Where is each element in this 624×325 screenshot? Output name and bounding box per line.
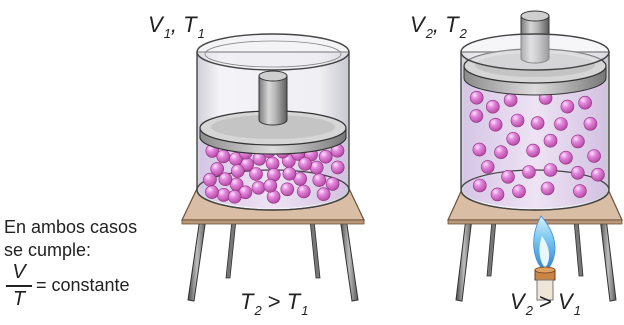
gas-particle <box>559 150 573 165</box>
note-line-1: En ambos casos <box>4 217 138 237</box>
gas-particle <box>265 156 280 171</box>
gas-particle <box>522 165 536 179</box>
left-piston <box>199 70 347 155</box>
right-apparatus <box>447 10 623 302</box>
left-cylinder-rim <box>196 33 350 71</box>
gas-particle <box>543 133 558 148</box>
gas-particle <box>490 187 505 202</box>
gas-particle <box>330 160 345 175</box>
gas-particle <box>249 167 263 181</box>
gas-particle <box>231 164 245 178</box>
gas-particle <box>554 117 568 131</box>
gas-particle <box>205 185 219 199</box>
gas-particle <box>583 117 598 131</box>
gas-particle <box>469 109 484 123</box>
fraction-bar <box>6 285 32 287</box>
temperature-relation: T2 > T1 <box>240 289 309 318</box>
note-line-2: se cumple: <box>4 240 92 260</box>
gas-particle <box>587 149 601 163</box>
gas-particle <box>506 132 521 146</box>
gas-particle <box>571 134 585 149</box>
gas-particle <box>251 181 266 195</box>
gas-particle <box>591 167 605 182</box>
gas-particle <box>494 145 508 159</box>
fraction-denominator: T <box>12 287 26 310</box>
gas-particle <box>512 184 526 199</box>
left-table-legs <box>187 217 359 302</box>
gas-particle <box>210 162 224 176</box>
gas-particle <box>263 178 278 193</box>
gas-particle <box>578 95 592 110</box>
gas-particle <box>218 172 233 186</box>
gas-particle <box>570 166 585 180</box>
volume-relation: V2 > V1 <box>510 289 581 318</box>
gas-particle <box>227 189 242 204</box>
gas-particle <box>560 99 575 114</box>
gas-particle <box>573 184 587 198</box>
gas-particle <box>280 182 295 197</box>
fraction-numerator: V <box>12 261 26 283</box>
gas-particle <box>316 187 331 201</box>
gas-particle <box>216 149 231 164</box>
right-cylinder-rim <box>460 33 610 71</box>
gas-particle <box>298 157 312 171</box>
gas-particle <box>325 177 340 191</box>
gas-particle <box>282 166 297 181</box>
gas-particle <box>318 149 333 164</box>
gas-particle <box>540 181 555 196</box>
gas-particle <box>296 184 311 199</box>
gas-particle <box>526 143 540 158</box>
equals-constant: = constante <box>36 275 130 295</box>
volume-temperature-fraction: V T <box>6 262 32 309</box>
right-gas-particles <box>469 90 605 202</box>
gas-particle <box>510 113 525 128</box>
right-state-label: V2, T2 <box>410 12 467 41</box>
gas-particle <box>472 142 487 157</box>
left-apparatus <box>181 33 365 302</box>
left-state-label: V1, T1 <box>148 12 205 41</box>
gas-particle <box>469 90 484 105</box>
gas-particle <box>480 160 495 174</box>
gas-particle <box>312 173 327 187</box>
bunsen-burner-flame <box>533 215 556 301</box>
right-piston <box>463 10 607 96</box>
gas-particle <box>530 116 545 130</box>
gas-particle <box>309 160 324 175</box>
gas-particle <box>543 163 558 177</box>
gas-particle <box>488 117 503 132</box>
left-gas-particles <box>203 143 345 204</box>
gas-particle <box>203 172 217 187</box>
gas-particle <box>472 178 487 193</box>
gas-particle <box>485 99 500 114</box>
gas-particle <box>503 93 518 107</box>
gas-particle <box>501 170 515 184</box>
right-table-legs <box>455 217 617 302</box>
